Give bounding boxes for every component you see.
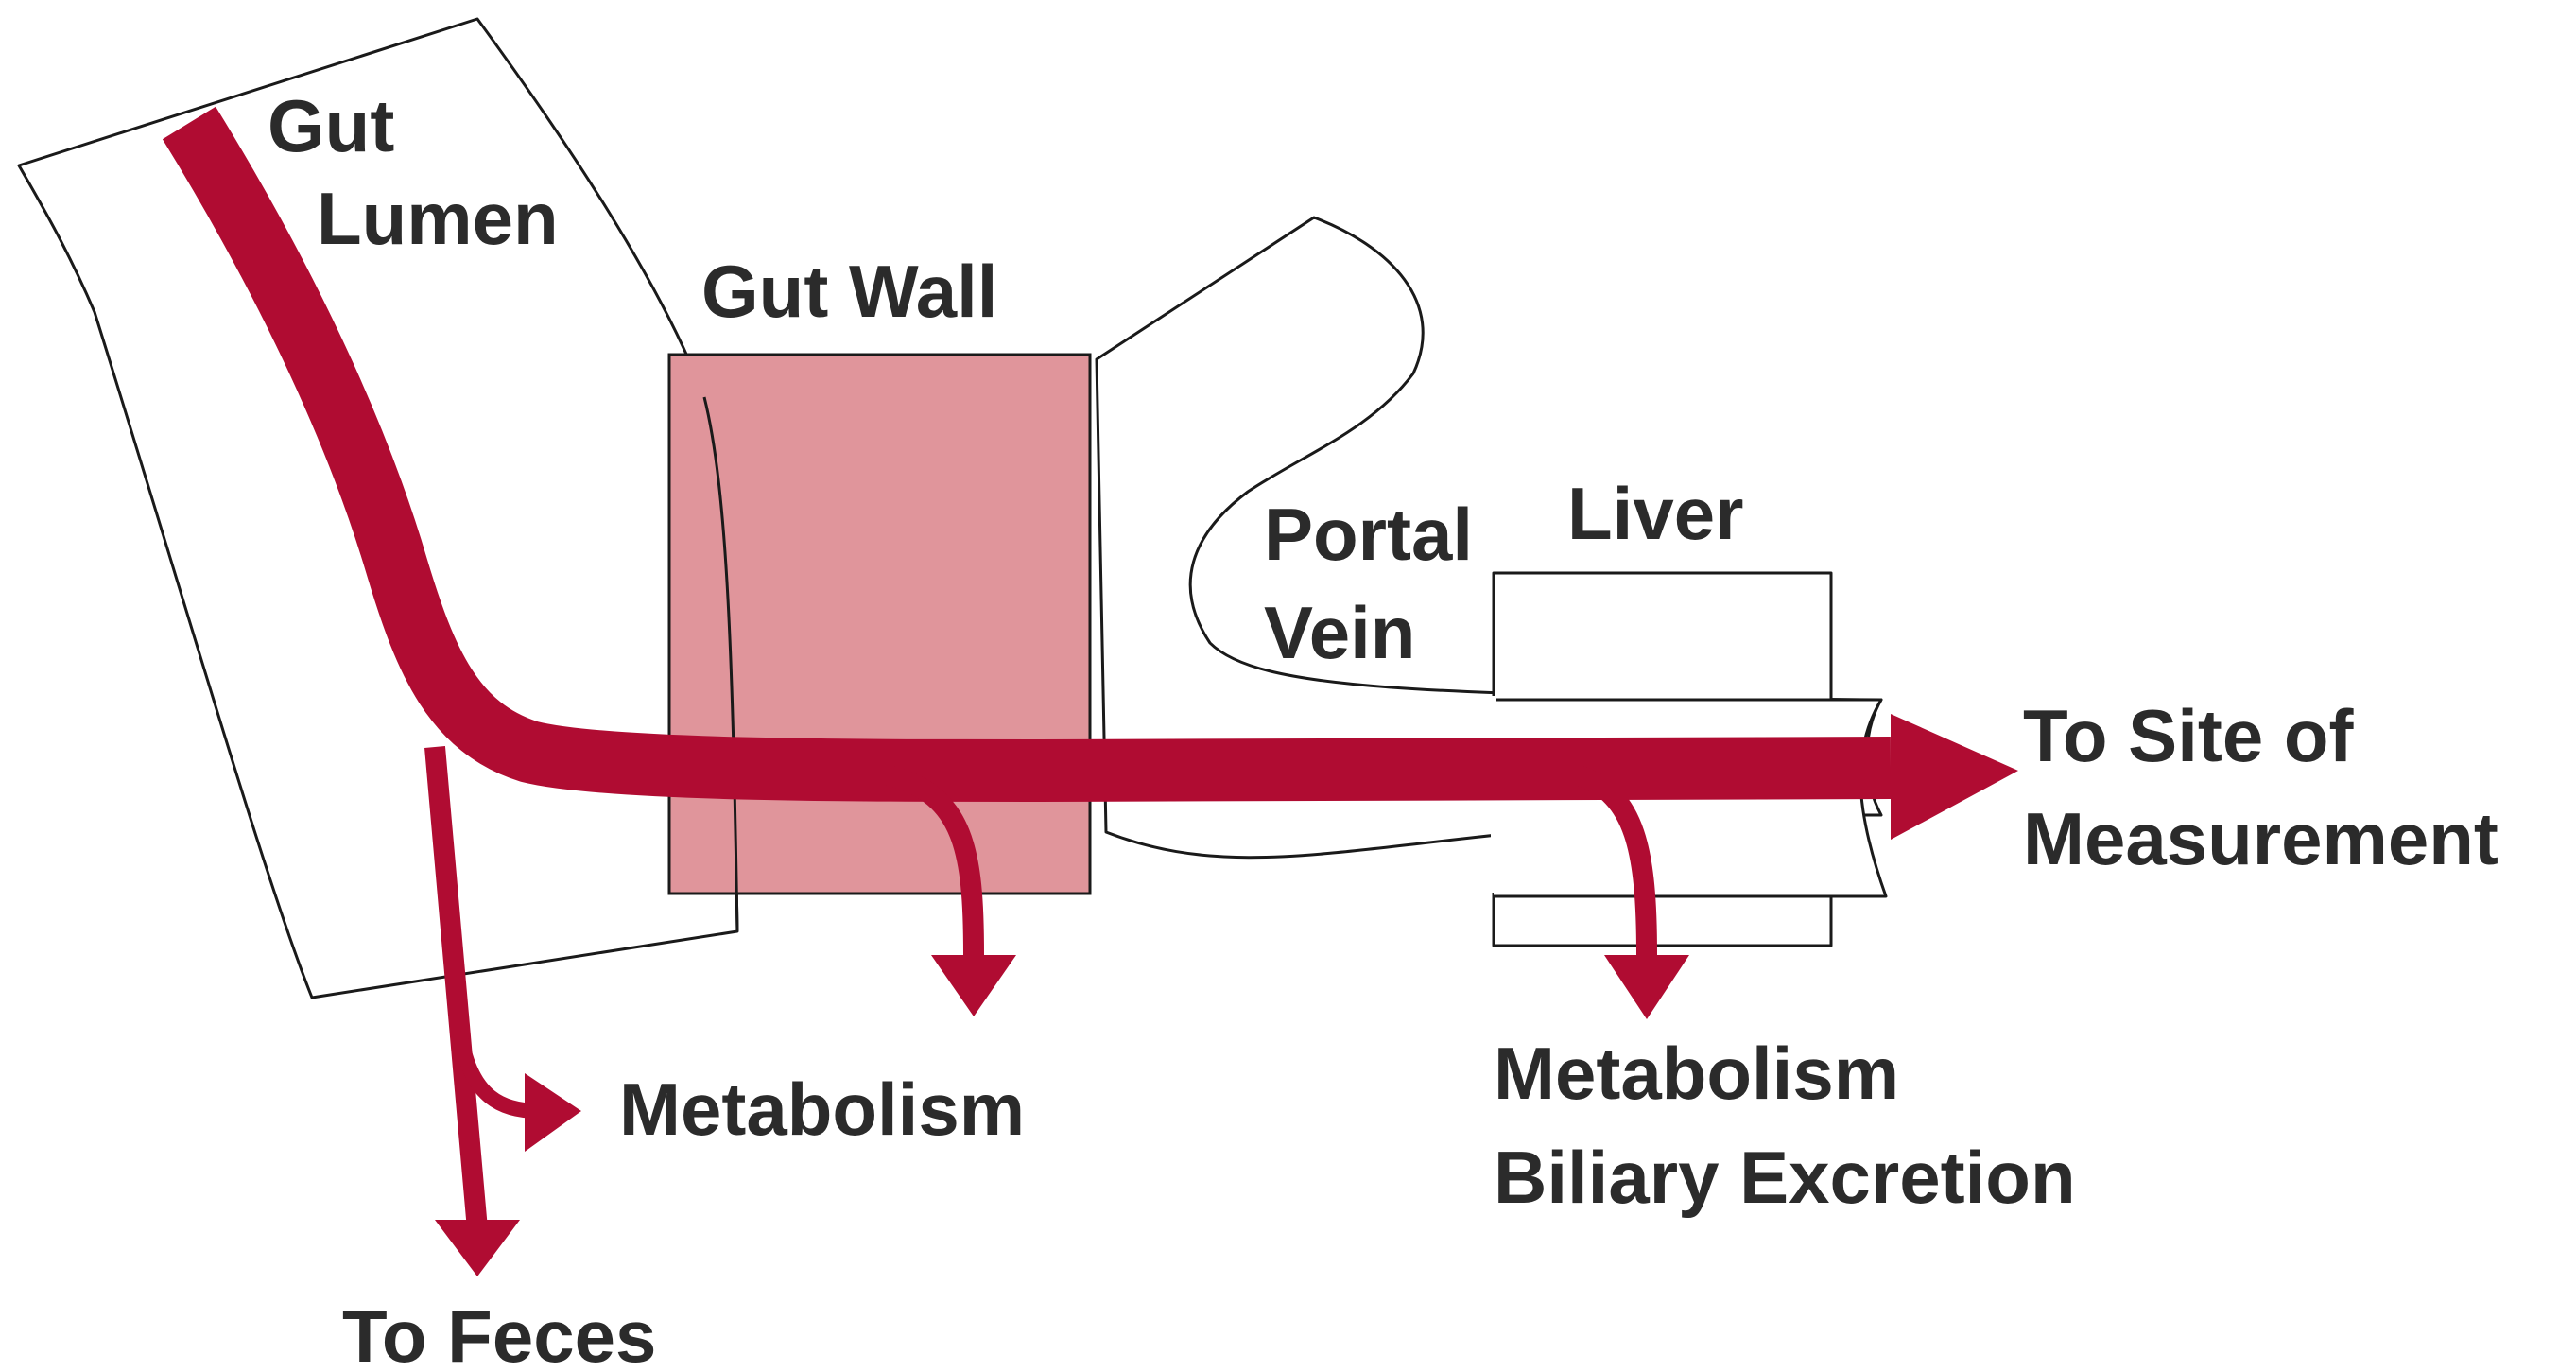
portal-vein-label-line1: Portal — [1264, 493, 1473, 576]
liver-block-upper — [1494, 573, 1831, 700]
liver-metabolism-label-line1: Metabolism — [1494, 1032, 1899, 1115]
to-site-label-line2: Measurement — [2023, 797, 2498, 880]
gut-lumen-label-line1: Gut — [268, 84, 394, 167]
liver-metabolism-arrowhead — [1604, 955, 1689, 1019]
liver-label: Liver — [1567, 472, 1743, 555]
gut-metabolism-label: Metabolism — [619, 1068, 1025, 1151]
to-site-arrowhead — [1891, 714, 2018, 840]
gut-wall-block — [669, 355, 1090, 894]
to-site-label-line1: To Site of — [2023, 694, 2355, 777]
liver-metabolism-label-line2: Biliary Excretion — [1494, 1136, 2076, 1219]
feces-arrowhead — [435, 1220, 520, 1276]
gut-metabolism-arrowhead — [525, 1073, 581, 1152]
liver-block-lower — [1494, 891, 1831, 946]
portal-vein-label-line2: Vein — [1264, 591, 1415, 674]
gut-wall-label: Gut Wall — [701, 250, 997, 333]
to-feces-label: To Feces — [342, 1294, 656, 1372]
gut-lumen-label-line2: Lumen — [317, 177, 559, 260]
gut-wall-metabolism-arrowhead — [931, 955, 1016, 1016]
